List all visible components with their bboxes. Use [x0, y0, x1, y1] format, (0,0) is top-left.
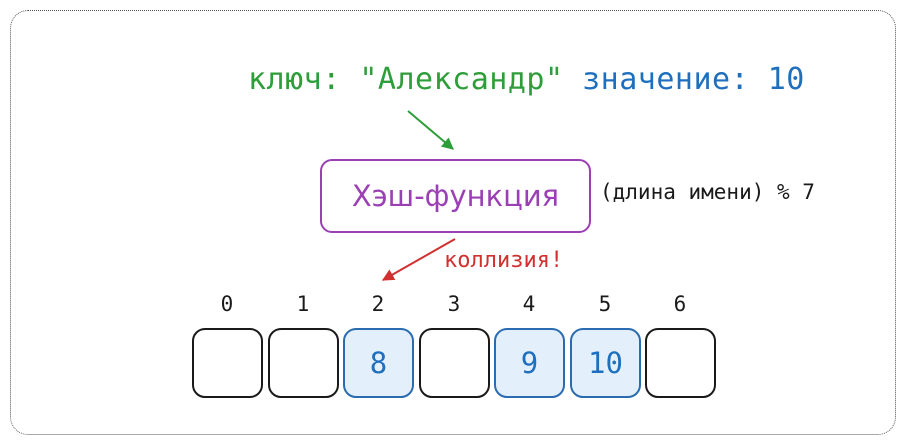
table-cell [419, 328, 490, 398]
table-cell [268, 328, 339, 398]
hash-formula: (длина имени) % 7 [600, 180, 815, 204]
table-cell [645, 328, 716, 398]
hash-function-box: Хэш-функция [320, 159, 591, 233]
value-number: 10 [767, 62, 805, 97]
index-label: 0 [220, 292, 234, 316]
table-cell: 10 [570, 328, 641, 398]
index-label: 4 [522, 292, 536, 316]
collision-arrow [381, 238, 456, 281]
table-cell [192, 328, 263, 398]
index-label: 2 [371, 292, 385, 316]
index-label: 1 [296, 292, 310, 316]
diagram-frame [10, 10, 896, 435]
index-label: 5 [598, 292, 612, 316]
value-label: значение: [582, 62, 750, 97]
index-label: 3 [447, 292, 461, 316]
key-label: ключ: "Александр" [248, 62, 564, 97]
key-value-line: ключ: "Александр" значение: 10 [248, 62, 805, 97]
table-cell: 9 [494, 328, 565, 398]
key-to-hash-arrow [407, 110, 454, 150]
hash-function-label: Хэш-функция [351, 179, 560, 213]
index-label: 6 [673, 292, 687, 316]
table-cell: 8 [343, 328, 414, 398]
collision-label: коллизия! [444, 248, 564, 273]
